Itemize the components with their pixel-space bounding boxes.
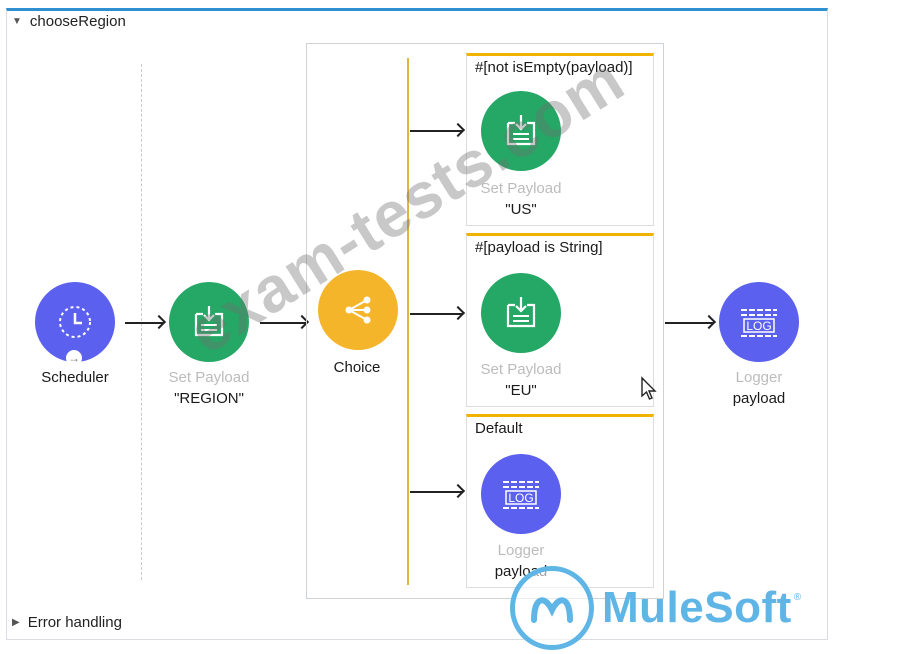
arrow-route-3	[410, 491, 462, 493]
logger-node[interactable]: LOG	[719, 282, 799, 362]
set-payload-region-value: "REGION"	[174, 390, 244, 407]
set-payload-eu-title: Set Payload	[480, 361, 562, 378]
logger-default-node[interactable]: LOG	[481, 454, 561, 534]
scheduler-node[interactable]	[35, 282, 115, 362]
route-1[interactable]: #[not isEmpty(payload)] Set Payload "US"	[466, 53, 654, 226]
registered-mark-icon: ®	[793, 591, 802, 603]
source-arrow-icon: →	[66, 350, 82, 366]
arrow-route-2	[410, 313, 462, 315]
collapse-triangle-icon[interactable]: ▼	[12, 16, 22, 27]
logger-icon: LOG	[503, 481, 539, 509]
arrow-choice-to-logger	[665, 322, 713, 324]
mulesoft-m-icon	[510, 566, 594, 650]
set-payload-region-node[interactable]	[169, 282, 249, 362]
error-handling-section[interactable]: ▶ Error handling	[12, 614, 122, 631]
set-payload-icon	[506, 115, 536, 146]
choice-router-box	[306, 43, 664, 599]
logger-title: Logger	[735, 369, 783, 386]
choice-icon	[345, 296, 371, 324]
route-2-condition: #[payload is String]	[475, 239, 603, 256]
choice-node[interactable]	[318, 270, 398, 350]
logger-icon: LOG	[741, 309, 777, 337]
route-2[interactable]: #[payload is String] Set Payload "EU"	[466, 233, 654, 407]
set-payload-icon	[194, 306, 224, 337]
set-payload-us-value: "US"	[505, 201, 537, 218]
choice-branch-line	[407, 58, 409, 585]
flow-name: chooseRegion	[29, 13, 126, 30]
arrow-setpayload-to-choice	[260, 322, 306, 324]
logger-value: payload	[732, 390, 786, 407]
scheduler-title: Scheduler	[41, 369, 109, 386]
route-default-condition: Default	[475, 420, 523, 437]
set-payload-icon	[506, 297, 536, 328]
logger-default-title: Logger	[497, 542, 545, 559]
svg-text:LOG: LOG	[508, 491, 533, 505]
mulesoft-wordmark: MuleSoft	[602, 583, 792, 632]
svg-text:LOG: LOG	[746, 319, 771, 333]
flow-header[interactable]: ▼ chooseRegion	[12, 13, 126, 30]
set-payload-us-title: Set Payload	[480, 180, 562, 197]
set-payload-eu-value: "EU"	[505, 382, 537, 399]
choice-title: Choice	[333, 359, 381, 376]
set-payload-us-node[interactable]	[481, 91, 561, 171]
clock-icon	[59, 306, 91, 338]
mouse-cursor-icon	[641, 376, 657, 400]
set-payload-region-title: Set Payload	[168, 369, 250, 386]
expand-triangle-icon[interactable]: ▶	[12, 617, 20, 628]
mulesoft-logo: MuleSoft®	[510, 566, 801, 650]
error-handling-label: Error handling	[27, 614, 122, 631]
set-payload-eu-node[interactable]	[481, 273, 561, 353]
route-1-condition: #[not isEmpty(payload)]	[475, 59, 633, 76]
arrow-route-1	[410, 130, 462, 132]
arrow-scheduler-to-setpayload	[125, 322, 163, 324]
flow-canvas	[6, 8, 828, 640]
route-default[interactable]: Default LOG Logger payload	[466, 414, 654, 588]
